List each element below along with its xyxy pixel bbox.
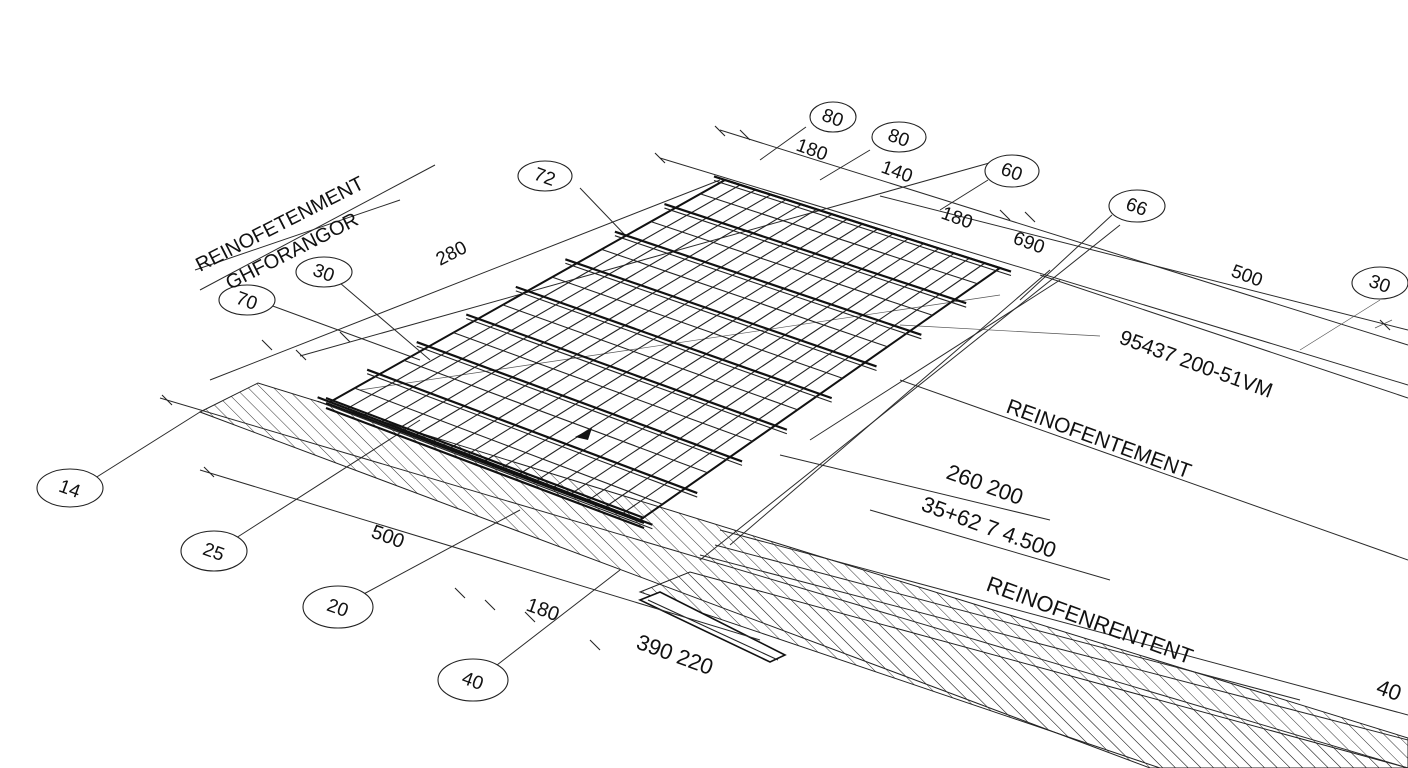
- dimension-280: 280: [433, 237, 471, 270]
- rebar-heavy: [366, 368, 698, 495]
- callout-bubble: 60: [984, 154, 1040, 188]
- callout-bubble: 25: [180, 530, 248, 572]
- rebar-heavy: [564, 258, 877, 368]
- rebar-heavy-shadow: [614, 235, 922, 340]
- callout-bubble: 72: [517, 160, 573, 192]
- rebar-cross: [453, 332, 753, 442]
- rebar-cross: [354, 387, 663, 505]
- rebar-heavy: [614, 230, 922, 336]
- rebar-heavy-shadow: [366, 373, 698, 498]
- callout-bubble: 40: [437, 658, 509, 702]
- reinforcement-label-1: REINOFENTEMENT: [1003, 395, 1194, 483]
- bubble-outline: [36, 468, 104, 508]
- bubble-outline: [517, 160, 573, 192]
- bubble-outline: [295, 256, 353, 288]
- bubble-outline: [302, 585, 374, 629]
- callout-bubble: 20: [302, 585, 374, 629]
- dimension-180-bottom: 180: [523, 594, 562, 626]
- callout-bubble: 30: [1351, 266, 1408, 300]
- slab-insert: [638, 591, 787, 663]
- dimension-35-62: 35+62 7 4.500: [918, 491, 1059, 563]
- rebar-heavy-shadow: [664, 207, 967, 308]
- rebar-heavy-shadow: [565, 262, 877, 371]
- rebar-cross: [650, 221, 933, 316]
- direction-arrow: [575, 428, 592, 440]
- slab-insert-bar: [647, 599, 779, 661]
- rebar-heavy-shadow: [416, 345, 743, 466]
- rebar-heavy: [317, 396, 653, 526]
- bubble-outline: [1108, 189, 1166, 223]
- rebar-heavy: [465, 313, 788, 431]
- rebar-cross: [601, 248, 888, 348]
- rebar-cross: [403, 359, 708, 474]
- callout-bubble: 80: [809, 101, 857, 133]
- dimension-180-top: 180: [793, 135, 830, 166]
- dimension-40-edge: 40: [1373, 674, 1405, 706]
- rebar-heavy: [664, 203, 967, 305]
- rebar-heavy: [416, 341, 743, 463]
- callout-bubble: 30: [295, 256, 353, 288]
- bubble-outline: [809, 101, 857, 133]
- rebar-heavy: [515, 285, 833, 400]
- rebar-edge: [325, 401, 645, 525]
- bubble-outline: [218, 284, 276, 316]
- callout-bubble: 80: [871, 121, 927, 153]
- dimension-lines: [159, 129, 1408, 768]
- rebar-cross: [700, 193, 978, 285]
- rebar-mesh: [317, 175, 1012, 530]
- rebar-edge: [325, 396, 645, 520]
- dimension-690: 690: [1010, 228, 1047, 259]
- rebar-heavy: [713, 175, 1012, 273]
- dimension-ticks: [161, 125, 1391, 651]
- dimension-500-right: 500: [1228, 261, 1265, 292]
- callout-bubble: 66: [1108, 189, 1166, 223]
- rebar-heavy-shadow: [515, 290, 832, 403]
- rebar-edge: [325, 406, 645, 530]
- rebar-cross: [502, 304, 798, 411]
- rebar-cross: [552, 276, 843, 379]
- hatched-slab: [198, 382, 1408, 768]
- callout-bubble: 14: [36, 468, 104, 508]
- rebar-heavy-shadow: [713, 179, 1012, 277]
- bubble-outline: [437, 658, 509, 702]
- rebar-heavy-shadow: [466, 317, 788, 435]
- bubble-outline: [984, 154, 1040, 188]
- bubble-outline: [871, 121, 927, 153]
- rebar-heavy-shadow: [317, 400, 653, 530]
- bubble-outline: [180, 530, 248, 572]
- callout-bubble: 70: [218, 284, 276, 316]
- bubble-outline: [1351, 266, 1408, 300]
- dimension-390-220: 390 220: [633, 629, 716, 680]
- leader-lines: [91, 126, 1113, 666]
- hatched-slab-lower: [638, 571, 1408, 768]
- dimension-500-bottom: 500: [368, 521, 407, 553]
- dimension-140: 140: [878, 157, 915, 188]
